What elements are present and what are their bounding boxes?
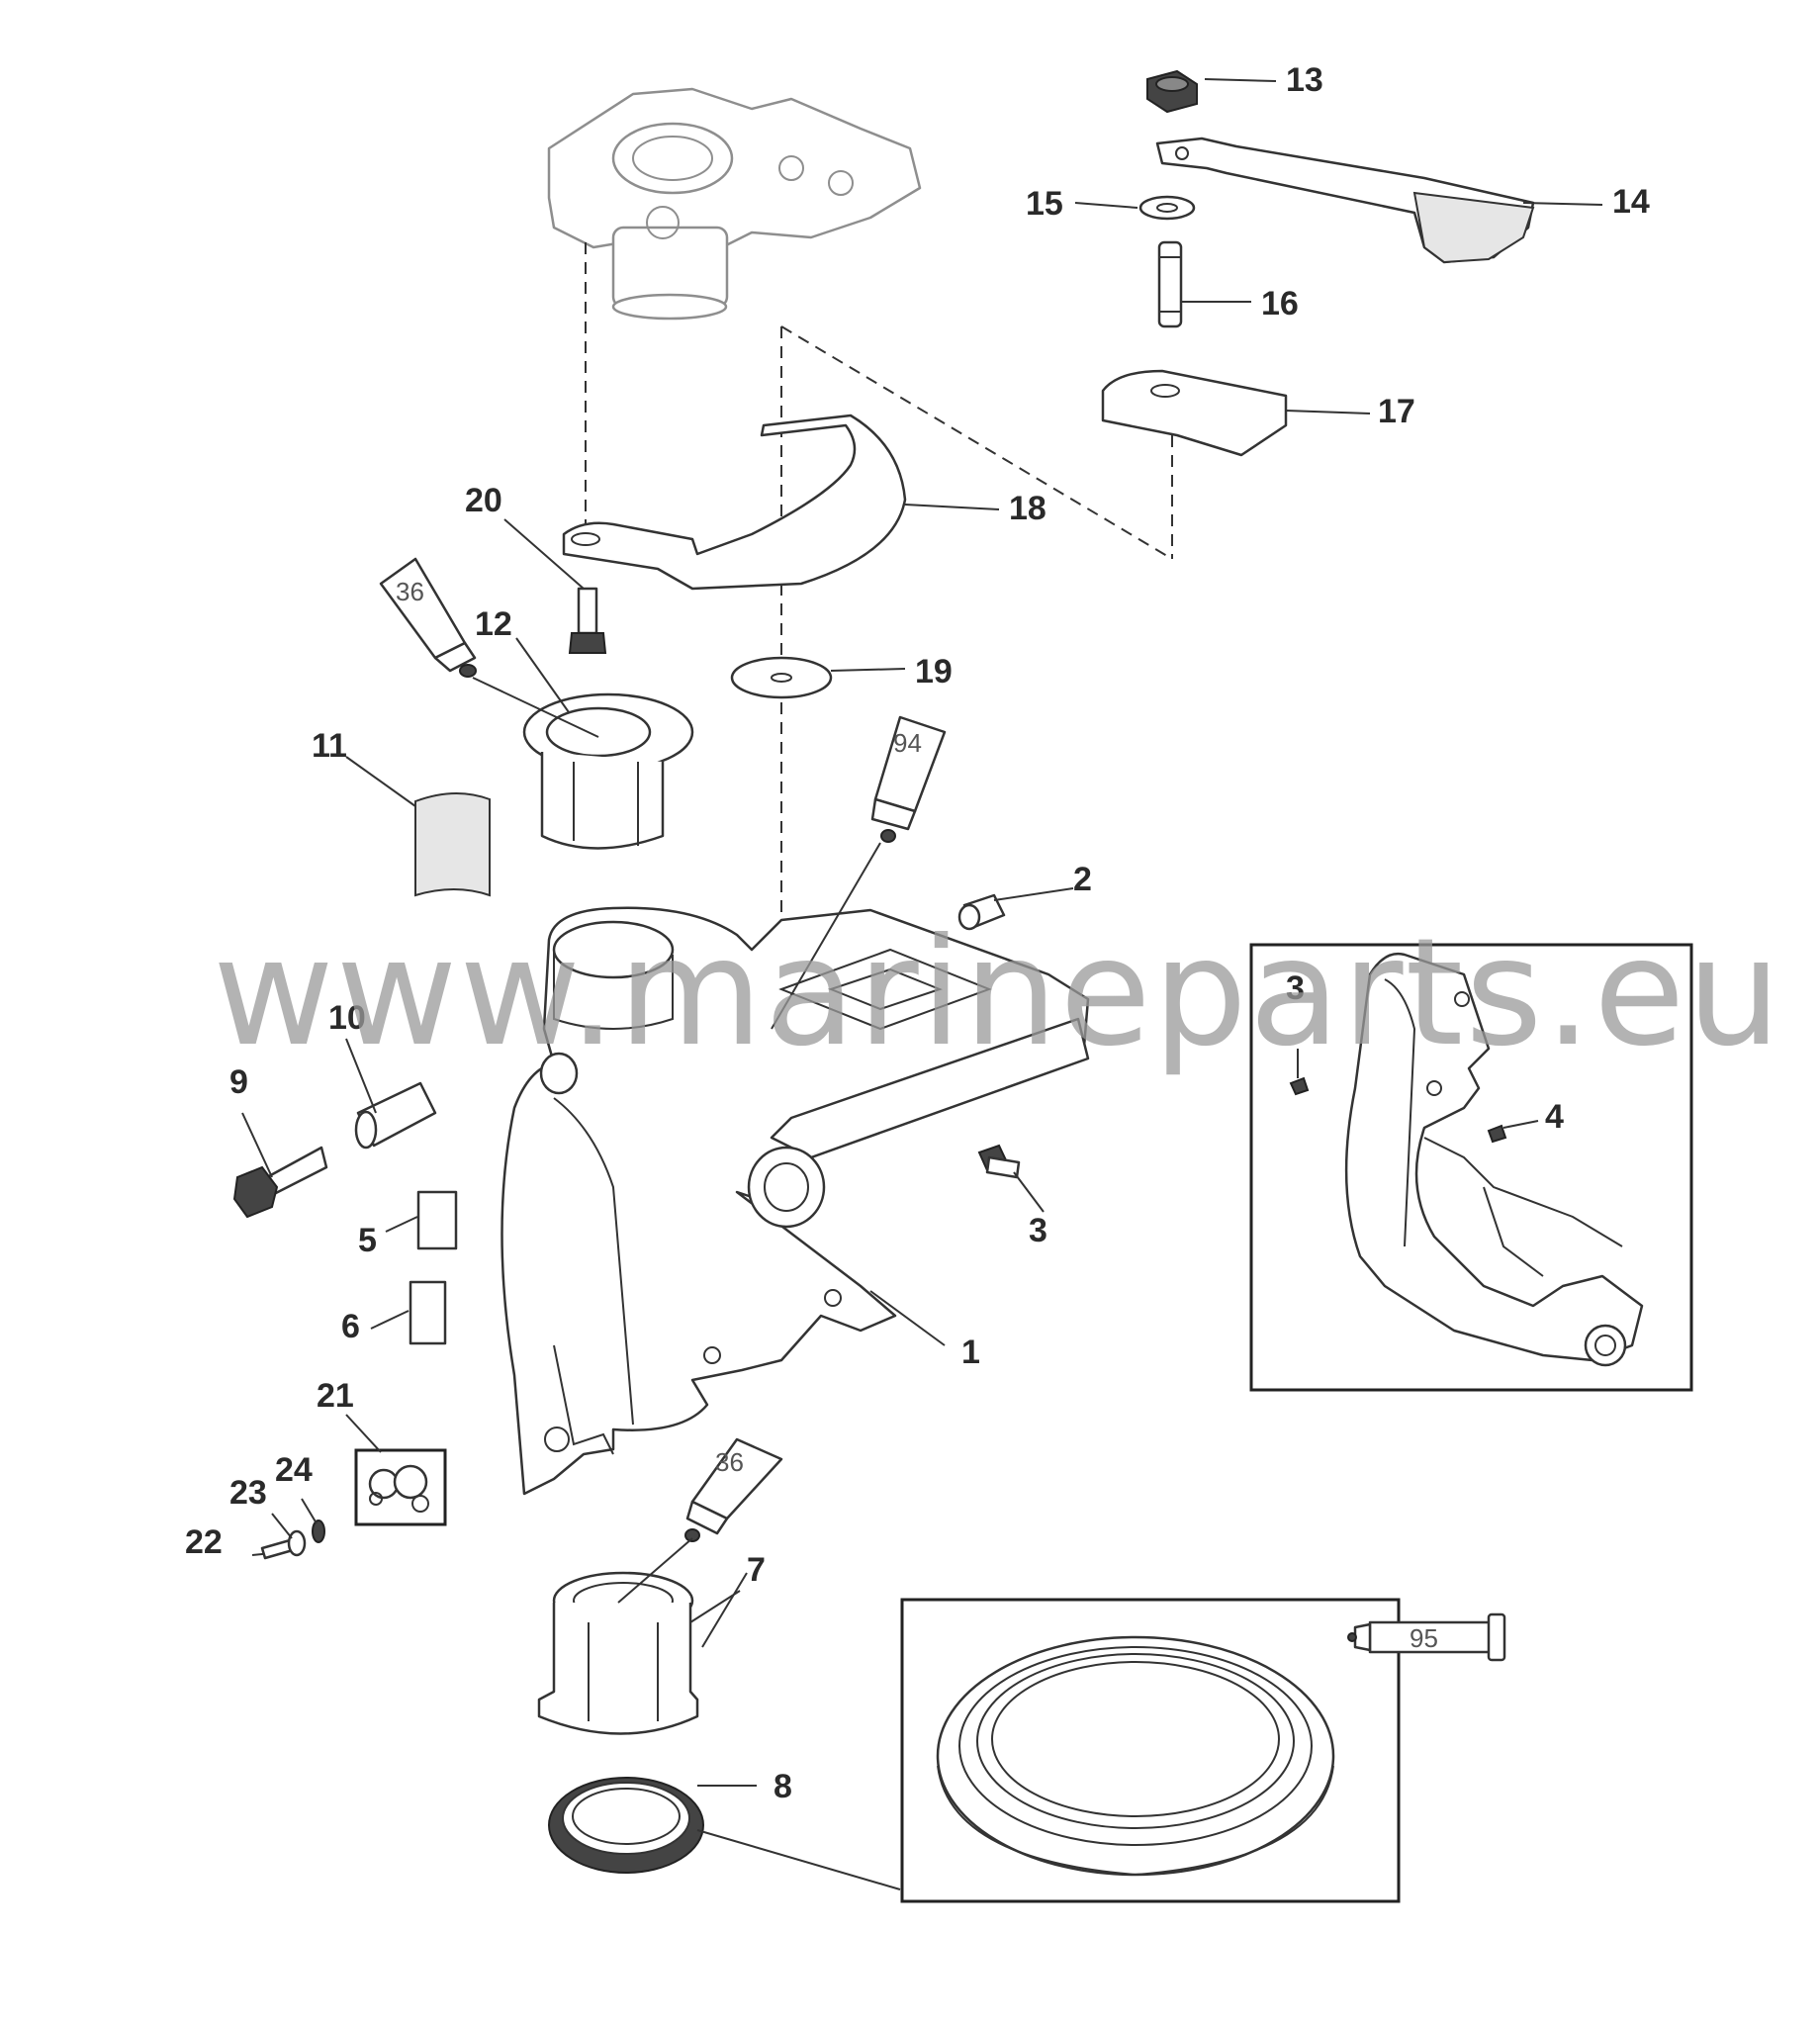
callout-3: 3 bbox=[1029, 1212, 1047, 1249]
callout-21: 21 bbox=[317, 1377, 354, 1415]
part-23-washer bbox=[287, 1529, 307, 1557]
callout-5: 5 bbox=[358, 1222, 377, 1259]
part-19-washer bbox=[730, 656, 833, 699]
callout-10: 10 bbox=[328, 999, 366, 1037]
callout-23: 23 bbox=[229, 1474, 267, 1512]
part-12-bushing bbox=[522, 692, 694, 850]
lubricant-tube-94 bbox=[870, 715, 947, 843]
tube-labels: 36 94 36 95 bbox=[396, 577, 1438, 1653]
lubricant-tube-36-top bbox=[379, 557, 477, 678]
part-7-bushing bbox=[537, 1571, 699, 1735]
callout-17: 17 bbox=[1378, 393, 1415, 430]
callout-1: 1 bbox=[961, 1334, 980, 1371]
callout-9: 9 bbox=[229, 1063, 248, 1101]
leader-8-to-inset bbox=[696, 1829, 901, 1890]
part-24-lockwasher bbox=[312, 1520, 325, 1543]
callout-7: 7 bbox=[747, 1551, 766, 1589]
callout-16: 16 bbox=[1261, 285, 1299, 322]
tube-label-36-bottom: 36 bbox=[715, 1447, 744, 1477]
callout-8: 8 bbox=[774, 1768, 792, 1805]
tube-label-36-top: 36 bbox=[396, 577, 424, 606]
part-18-arc-plate bbox=[562, 414, 907, 591]
part-10-sleeve bbox=[354, 1081, 437, 1150]
alignment-line-diagonal bbox=[780, 325, 1173, 560]
part-21-kit-box bbox=[354, 1448, 447, 1526]
part-1-swivel-bracket bbox=[500, 906, 1090, 1496]
callout-4: 4 bbox=[1545, 1098, 1564, 1136]
part-20-bolt bbox=[568, 587, 607, 654]
tube-label-95: 95 bbox=[1410, 1623, 1438, 1653]
leader-lines bbox=[241, 78, 1603, 1787]
callout-11: 11 bbox=[312, 727, 347, 765]
inset-bracket-view bbox=[1249, 943, 1693, 1392]
lubricant-tube-36-bottom bbox=[684, 1437, 783, 1542]
callout-22: 22 bbox=[185, 1523, 223, 1561]
part-15-washer bbox=[1138, 195, 1196, 221]
part-16-pin bbox=[1157, 240, 1183, 328]
part-13-nut bbox=[1146, 69, 1198, 114]
callout-6: 6 bbox=[341, 1308, 360, 1345]
part-14-lever bbox=[1155, 137, 1535, 264]
callout-3-inset: 3 bbox=[1286, 969, 1305, 1007]
callout-labels: 1 2 3 3 4 5 6 7 8 9 10 11 12 13 14 15 16… bbox=[185, 61, 1650, 1805]
callout-24: 24 bbox=[275, 1451, 313, 1489]
part-11-pad bbox=[414, 791, 491, 897]
tube-label-94: 94 bbox=[893, 728, 922, 758]
watermark: www.marineparts.eu bbox=[213, 907, 1783, 1079]
part-2-plug bbox=[957, 893, 1006, 931]
part-8-seal bbox=[548, 1777, 704, 1874]
part-9-bolt bbox=[232, 1146, 328, 1219]
part-17-plate bbox=[1101, 369, 1288, 457]
part-6-pad bbox=[409, 1280, 447, 1345]
callout-19: 19 bbox=[915, 653, 953, 691]
callout-15: 15 bbox=[1026, 185, 1063, 223]
inset-seal-detail bbox=[900, 1598, 1506, 1903]
callout-13: 13 bbox=[1286, 61, 1323, 99]
callout-2: 2 bbox=[1073, 861, 1092, 898]
callout-20: 20 bbox=[465, 482, 502, 519]
part-3-fitting bbox=[977, 1144, 1021, 1179]
callout-18: 18 bbox=[1009, 490, 1046, 527]
callout-12: 12 bbox=[475, 605, 512, 643]
steering-arm-casting bbox=[547, 87, 922, 321]
part-5-pad bbox=[416, 1190, 458, 1250]
callout-14: 14 bbox=[1612, 183, 1650, 221]
